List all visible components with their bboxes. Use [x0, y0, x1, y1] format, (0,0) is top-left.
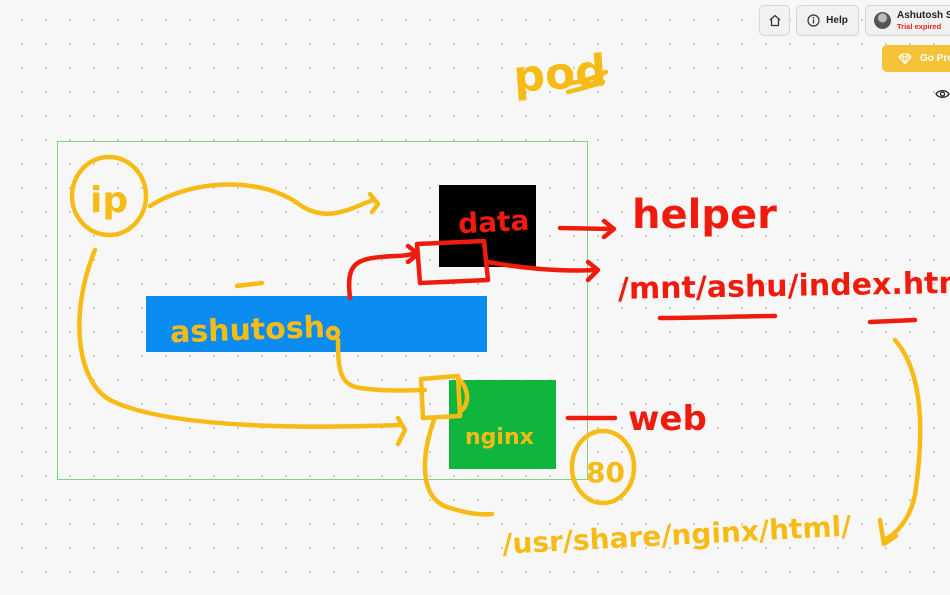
go-pro-button[interactable]: Go Pro — [882, 45, 950, 72]
avatar — [874, 12, 891, 29]
arrow-head — [367, 191, 381, 215]
helper-label: helper — [632, 192, 777, 238]
volume-to-path-arrow — [422, 417, 495, 517]
arrow-head-5 — [585, 259, 601, 283]
volume-bracket — [453, 373, 470, 415]
ashutosh-port-dot — [325, 325, 341, 341]
diamond-icon — [898, 52, 912, 65]
data-volume-box — [414, 238, 491, 286]
ip-label: ip — [90, 180, 128, 221]
nginx-html-path: /usr/share/nginx/html/ — [501, 509, 853, 560]
arrow-head-4 — [405, 243, 421, 265]
info-icon — [807, 14, 820, 27]
mount-underline-2 — [867, 317, 918, 325]
mount-underline-1 — [657, 313, 778, 321]
data-to-mount-arrow — [485, 259, 599, 273]
go-pro-label: Go Pro — [920, 53, 950, 64]
arrow-head-2 — [395, 415, 408, 447]
pod-title: pod — [512, 45, 609, 102]
ashutosh-to-nginx-link — [335, 337, 428, 393]
data-label: data — [457, 204, 530, 241]
web-label: web — [628, 399, 707, 439]
user-info: Ashutosh S Trial expired — [897, 10, 950, 32]
user-menu-button[interactable]: Ashutosh S Trial expired — [865, 5, 950, 36]
port-label: 80 — [586, 456, 625, 489]
nginx-volume-box — [418, 373, 463, 421]
ashutosh-container-box[interactable] — [146, 296, 487, 352]
ashutosh-label: ashutosh — [169, 310, 325, 350]
dash-mark — [234, 280, 265, 289]
ip-circle — [69, 154, 149, 238]
data-to-helper-arrow — [557, 225, 615, 232]
home-button[interactable] — [759, 5, 790, 36]
port-circle — [569, 428, 637, 506]
index-to-path-arrow — [881, 337, 923, 543]
pod-frame[interactable] — [57, 141, 588, 480]
home-icon — [769, 14, 780, 27]
user-name: Ashutosh S — [897, 9, 950, 21]
nginx-label: nginx — [465, 425, 534, 450]
eye-icon[interactable] — [935, 88, 950, 100]
help-label: Help — [826, 15, 848, 26]
help-button[interactable]: Help — [796, 5, 859, 36]
mount-path: /mnt/ashu/index.html — [618, 266, 950, 307]
arrow-head-6 — [601, 218, 617, 240]
title-underline — [562, 69, 609, 87]
ip-to-data-arrow — [147, 182, 377, 216]
trial-status: Trial expired — [897, 21, 942, 31]
ip-to-nginx-arrow — [77, 247, 403, 429]
top-toolbar: Help Ashutosh S Trial expired — [759, 5, 950, 36]
ashutosh-to-data-link — [346, 250, 419, 301]
title-underline-2 — [565, 79, 606, 95]
arrow-head-3 — [877, 517, 899, 547]
